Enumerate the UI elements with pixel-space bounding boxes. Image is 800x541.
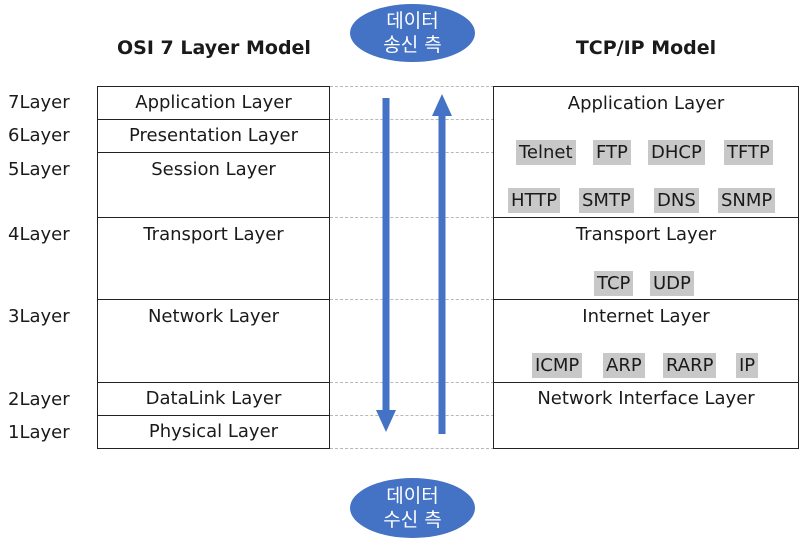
- tcpip-network-interface-label: Network Interface Layer: [537, 388, 755, 409]
- protocol-dhcp: DHCP: [648, 140, 705, 165]
- osi-application-label: Application Layer: [135, 92, 292, 113]
- up-arrow-icon: [432, 94, 452, 434]
- layer-number-6: 6Layer: [8, 125, 70, 146]
- osi-presentation-layer: Presentation Layer: [97, 119, 330, 153]
- protocol-ftp: FTP: [593, 140, 631, 165]
- layer-number-1: 1Layer: [8, 422, 70, 443]
- osi-network-label: Network Layer: [147, 306, 280, 327]
- sender-line2: 송신 측: [383, 34, 442, 56]
- data-sender-ellipse: 데이터 송신 측: [350, 4, 475, 62]
- tcpip-network-interface-layer: Network Interface Layer: [493, 382, 799, 449]
- osi-physical-layer: Physical Layer: [97, 415, 330, 449]
- tcpip-transport-label: Transport Layer: [575, 224, 717, 245]
- sender-line1: 데이터: [386, 10, 439, 32]
- osi-model-title: OSI 7 Layer Model: [117, 37, 311, 59]
- osi-session-layer: Session Layer: [97, 152, 330, 218]
- data-receiver-ellipse: 데이터 수신 측: [350, 478, 475, 538]
- osi-application-layer: Application Layer: [97, 86, 330, 120]
- osi-transport-label: Transport Layer: [143, 224, 284, 245]
- dash-line-6: [330, 119, 494, 120]
- protocol-icmp: ICMP: [532, 353, 583, 378]
- dash-line-4: [330, 217, 494, 218]
- protocol-snmp: SNMP: [718, 188, 776, 213]
- protocol-http: HTTP: [508, 188, 561, 213]
- protocol-tcp: TCP: [594, 271, 634, 296]
- protocol-smtp: SMTP: [579, 188, 634, 213]
- osi-network-layer: Network Layer: [97, 299, 330, 383]
- protocol-tftp: TFTP: [724, 140, 773, 165]
- data-flow-arrows: [376, 94, 452, 434]
- layer-number-5: 5Layer: [8, 159, 70, 180]
- dash-line-bottom: [330, 448, 494, 449]
- protocol-dns: DNS: [654, 188, 699, 213]
- receiver-line1: 데이터: [386, 485, 439, 507]
- protocol-ip: IP: [736, 353, 759, 378]
- dash-line-3: [330, 299, 494, 300]
- receiver-line2: 수신 측: [383, 509, 442, 531]
- tcpip-transport-layer: Transport Layer: [493, 217, 799, 300]
- layer-number-3: 3Layer: [8, 306, 70, 327]
- dash-line-1: [330, 415, 494, 416]
- dash-line-2: [330, 382, 494, 383]
- down-arrow-icon: [376, 98, 396, 432]
- tcpip-application-label: Application Layer: [567, 93, 725, 114]
- layer-number-2: 2Layer: [8, 389, 70, 410]
- protocol-telnet: Telnet: [516, 140, 576, 165]
- osi-datalink-layer: DataLink Layer: [97, 382, 330, 416]
- tcpip-internet-label: Internet Layer: [582, 306, 710, 327]
- osi-session-label: Session Layer: [151, 159, 276, 180]
- layer-number-4: 4Layer: [8, 224, 70, 245]
- osi-datalink-label: DataLink Layer: [145, 388, 282, 409]
- protocol-arp: ARP: [603, 353, 645, 378]
- protocol-rarp: RARP: [663, 353, 717, 378]
- protocol-udp: UDP: [650, 271, 694, 296]
- osi-presentation-label: Presentation Layer: [129, 125, 298, 146]
- layer-number-7: 7Layer: [8, 92, 70, 113]
- tcpip-model-title: TCP/IP Model: [575, 37, 717, 59]
- osi-transport-layer: Transport Layer: [97, 217, 330, 300]
- dash-line-top: [330, 86, 494, 87]
- dash-line-5: [330, 152, 494, 153]
- osi-physical-label: Physical Layer: [148, 421, 279, 442]
